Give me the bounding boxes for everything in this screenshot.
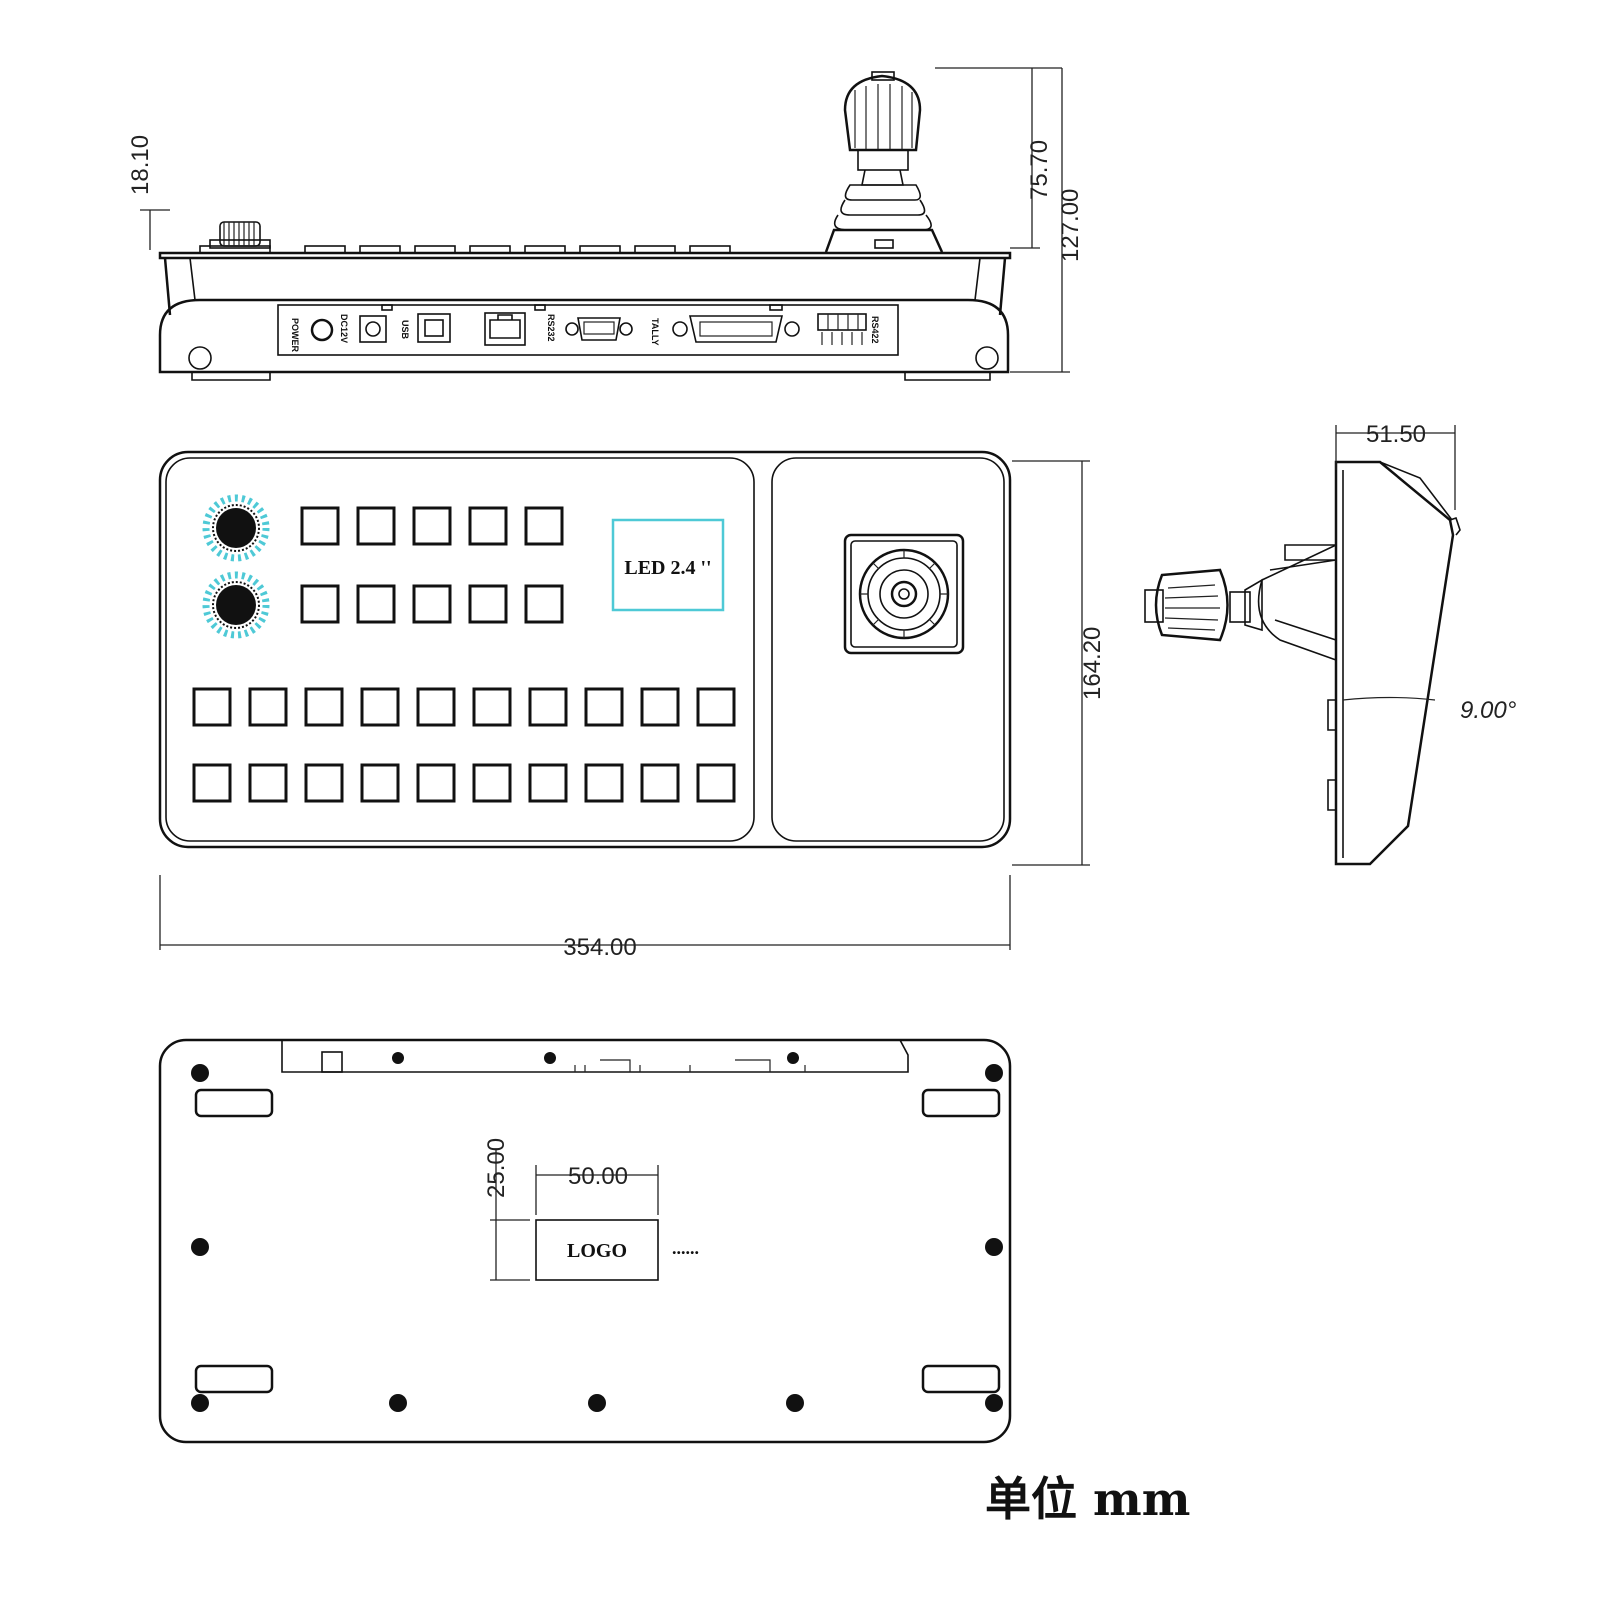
port-dc-label: DC12V xyxy=(339,314,349,343)
key[interactable] xyxy=(300,506,340,546)
dim-width: 354.00 xyxy=(563,934,636,961)
dim-panel-height: 164.20 xyxy=(1079,627,1106,700)
port-tally-label: TALLY xyxy=(650,318,660,346)
key[interactable] xyxy=(412,506,452,546)
key[interactable] xyxy=(524,506,564,546)
key[interactable] xyxy=(472,763,512,803)
key[interactable] xyxy=(524,584,564,624)
key[interactable] xyxy=(356,506,396,546)
terminal-block-icon xyxy=(817,313,867,345)
dim-logo-height: 25.00 xyxy=(483,1138,510,1198)
key[interactable] xyxy=(468,584,508,624)
key[interactable] xyxy=(584,763,624,803)
key[interactable] xyxy=(584,687,624,727)
db9-port-icon xyxy=(565,317,633,341)
rubber-feet xyxy=(194,1088,1001,1394)
key[interactable] xyxy=(528,763,568,803)
key[interactable] xyxy=(412,584,452,624)
logo-label: LOGO xyxy=(567,1240,627,1262)
dim-joystick-height: 75.70 xyxy=(1026,140,1053,200)
rotary-knob-icon[interactable] xyxy=(202,571,270,639)
top-button-caps xyxy=(199,245,731,254)
key[interactable] xyxy=(472,687,512,727)
rotary-knob-icon[interactable] xyxy=(202,494,270,562)
key-grid-upper xyxy=(300,506,564,624)
rear-panel xyxy=(277,304,899,356)
joystick-top-icon[interactable] xyxy=(843,533,965,655)
front-view: POWER DC12V USB RS232 TALLY xyxy=(127,67,1084,381)
joystick-side-icon xyxy=(824,71,944,253)
key[interactable] xyxy=(304,763,344,803)
dim-knob-height: 18.10 xyxy=(127,135,154,195)
key[interactable] xyxy=(248,763,288,803)
joystick-profile-icon xyxy=(1144,543,1337,662)
dc-jack-icon xyxy=(359,315,387,343)
key[interactable] xyxy=(360,687,400,727)
key[interactable] xyxy=(468,506,508,546)
knob-side-icon xyxy=(209,221,271,249)
key[interactable] xyxy=(248,687,288,727)
key[interactable] xyxy=(640,763,680,803)
key[interactable] xyxy=(640,687,680,727)
logo-ellipsis: ...... xyxy=(672,1238,699,1258)
port-usb-label: USB xyxy=(400,320,410,340)
dim-depth: 51.50 xyxy=(1366,421,1426,448)
port-rs422-label: RS422 xyxy=(870,316,880,344)
unit-label: 单位 mm xyxy=(985,1472,1190,1526)
key[interactable] xyxy=(356,584,396,624)
dim-total-height: 127.00 xyxy=(1057,189,1084,262)
led-screen-label: LED 2.4 '' xyxy=(624,557,711,579)
screw-icons xyxy=(191,1064,1003,1412)
key[interactable] xyxy=(192,687,232,727)
usb-port-icon xyxy=(417,313,451,343)
ethernet-port-icon xyxy=(484,312,526,346)
key[interactable] xyxy=(416,763,456,803)
top-view: LED 2.4 '' xyxy=(158,450,1106,961)
key[interactable] xyxy=(528,687,568,727)
port-rs232-label: RS232 xyxy=(546,314,556,342)
bottom-view: LOGO ...... 50.00 25.00 xyxy=(158,1038,1012,1444)
key[interactable] xyxy=(300,584,340,624)
key[interactable] xyxy=(696,687,736,727)
port-power-label: POWER xyxy=(290,318,300,353)
key[interactable] xyxy=(360,763,400,803)
side-view: 51.50 9.00° xyxy=(1144,421,1517,866)
dim-logo-width: 50.00 xyxy=(568,1163,628,1190)
key[interactable] xyxy=(696,763,736,803)
key[interactable] xyxy=(192,763,232,803)
led-screen xyxy=(611,518,725,612)
key[interactable] xyxy=(304,687,344,727)
key-grid-lower xyxy=(192,687,736,803)
key[interactable] xyxy=(416,687,456,727)
logo-area xyxy=(535,1219,659,1281)
db25-port-icon xyxy=(672,315,800,343)
dim-tilt-angle: 9.00° xyxy=(1460,697,1517,724)
